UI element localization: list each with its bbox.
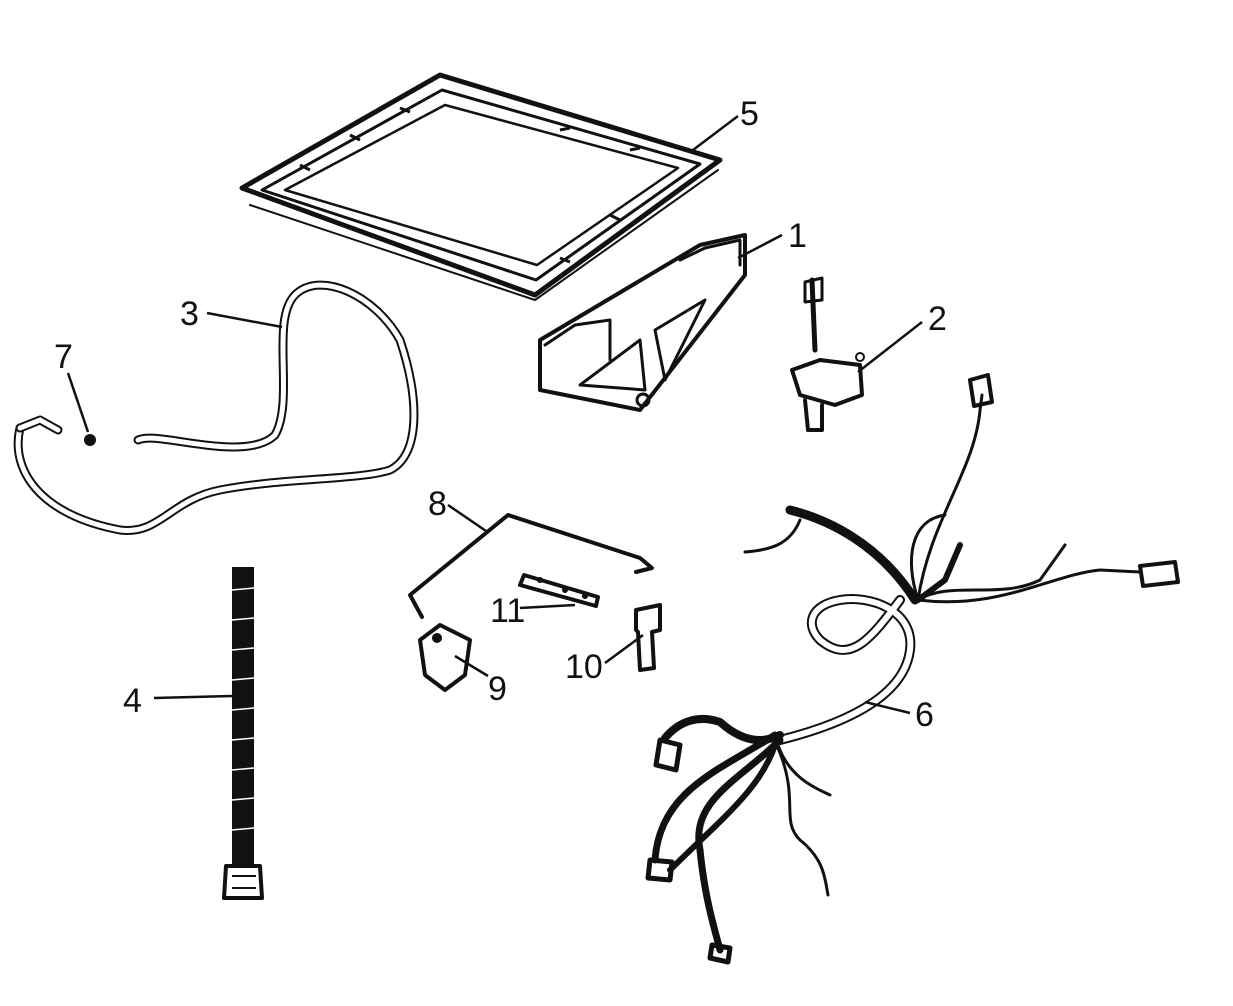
part-6-harness [645, 373, 1180, 965]
callout-2: 2 [928, 300, 947, 338]
part-5-frame [239, 72, 723, 301]
leader-3 [206, 311, 283, 329]
leader-6 [864, 700, 911, 715]
callout-9: 9 [488, 670, 507, 708]
part-7-nut [84, 434, 96, 446]
part-11-strip [518, 573, 600, 608]
callout-1: 1 [788, 217, 807, 255]
leader-1 [737, 233, 783, 260]
part-2-switch [790, 276, 865, 432]
leader-lines [66, 115, 923, 715]
part-9-clip [418, 623, 472, 692]
leader-10 [604, 633, 644, 665]
leader-5 [692, 115, 739, 151]
leader-7 [66, 372, 90, 433]
callout-7: 7 [54, 338, 73, 376]
leader-9 [454, 654, 489, 678]
part-1-bracket [538, 233, 747, 412]
callout-8: 8 [428, 485, 447, 523]
part-10-connector [634, 603, 662, 672]
leader-8 [447, 503, 487, 533]
leader-4 [153, 694, 233, 700]
part-8-rod [408, 513, 654, 619]
callout-5: 5 [740, 95, 759, 133]
callout-3: 3 [180, 295, 199, 333]
callout-4: 4 [123, 682, 142, 720]
leader-2 [857, 321, 923, 373]
leader-11 [519, 603, 576, 610]
part-4-tube [222, 567, 264, 900]
callout-6: 6 [915, 696, 934, 734]
callout-10: 10 [565, 648, 603, 686]
part-3-hose [13, 280, 419, 535]
callout-11: 11 [490, 592, 525, 630]
